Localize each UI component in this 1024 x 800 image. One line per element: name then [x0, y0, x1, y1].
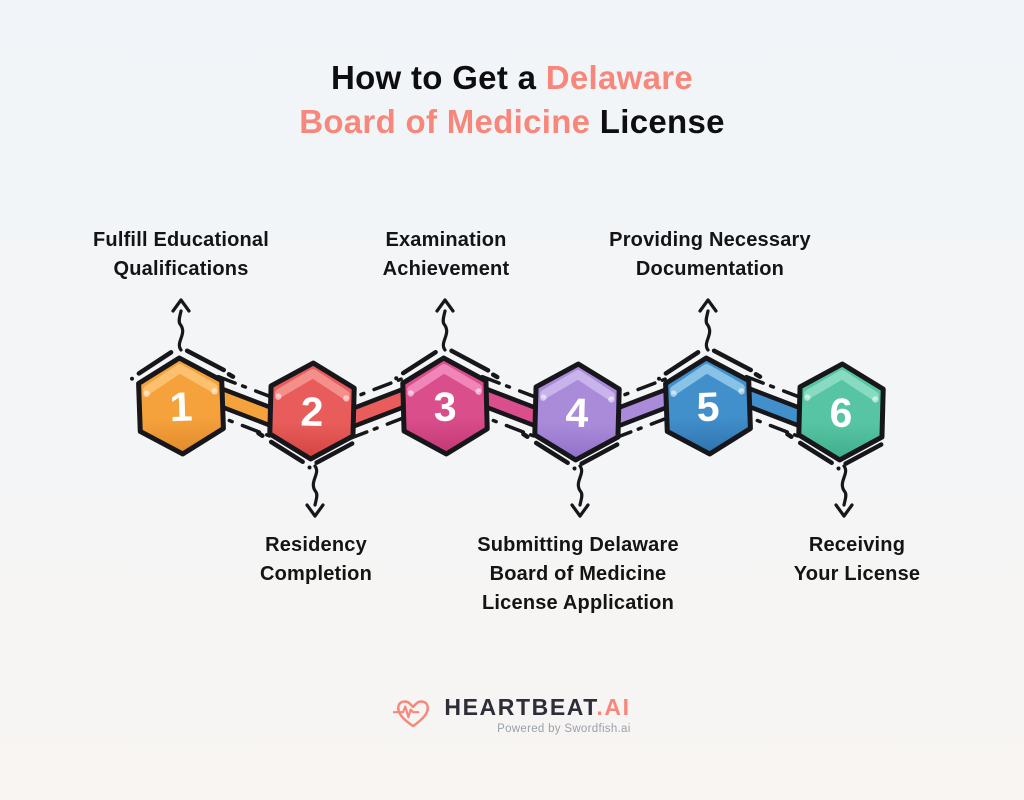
step-label-line: Qualifications — [113, 258, 249, 280]
step-number: 6 — [829, 390, 853, 437]
title-text-prefix: How to Get a — [330, 59, 537, 96]
step-hexagon-4: 4 — [515, 350, 639, 474]
step-label-line: Submitting Delaware — [477, 534, 679, 556]
step-hexagon-6: 6 — [779, 350, 903, 474]
step-number: 1 — [169, 383, 193, 430]
step-label-line: Documentation — [635, 258, 785, 280]
title-accent-delaware: Delaware — [545, 59, 694, 96]
step-label-line: Completion — [260, 563, 372, 585]
step-label-line: Residency — [265, 534, 367, 556]
step-label-line: Receiving — [808, 534, 906, 556]
step-number: 4 — [565, 390, 589, 437]
title-line-1: How to Get a Delaware — [0, 56, 1024, 100]
arrow-up-icon-step-1 — [163, 296, 199, 354]
heartbeat-logo-icon — [393, 700, 430, 728]
step-number: 2 — [300, 389, 324, 436]
title-accent-board: Board of Medicine — [299, 103, 591, 140]
brand-suffix: .AI — [596, 694, 631, 720]
step-hexagon-1: 1 — [119, 344, 243, 468]
brand-footer: HEARTBEAT.AI Powered by Swordfish.ai — [0, 692, 1024, 735]
title-text-suffix: License — [599, 103, 725, 140]
step-number: 5 — [696, 383, 720, 430]
arrow-up-icon-step-5 — [690, 296, 726, 354]
arrow-down-icon-step-6 — [826, 464, 862, 520]
step-label-line: Board of Medicine — [489, 563, 667, 585]
step-label-line: Examination — [385, 229, 507, 251]
brand-wordmark: HEARTBEAT.AI — [444, 692, 630, 722]
arrow-up-icon-step-3 — [427, 296, 463, 354]
step-label-line: Achievement — [382, 258, 510, 280]
step-label-line: Fulfill Educational — [92, 229, 270, 251]
step-hexagon-2: 2 — [250, 349, 374, 473]
brand-name: HEARTBEAT — [444, 694, 597, 720]
title-line-2: Board of Medicine License — [0, 100, 1024, 144]
step-label-line: Your License — [793, 563, 921, 585]
brand-tagline: Powered by Swordfish.ai — [497, 723, 631, 735]
step-hexagon-3: 3 — [383, 344, 507, 468]
step-label-line: License Application — [482, 592, 674, 614]
step-hexagon-5: 5 — [646, 344, 770, 468]
arrow-down-icon-step-2 — [297, 464, 333, 520]
step-number: 3 — [433, 384, 457, 431]
brand-text-block: HEARTBEAT.AI Powered by Swordfish.ai — [444, 692, 630, 735]
page-title: How to Get a Delaware Board of Medicine … — [0, 56, 1024, 144]
arrow-down-icon-step-4 — [562, 464, 598, 520]
step-label-line: Providing Necessary — [609, 229, 811, 251]
